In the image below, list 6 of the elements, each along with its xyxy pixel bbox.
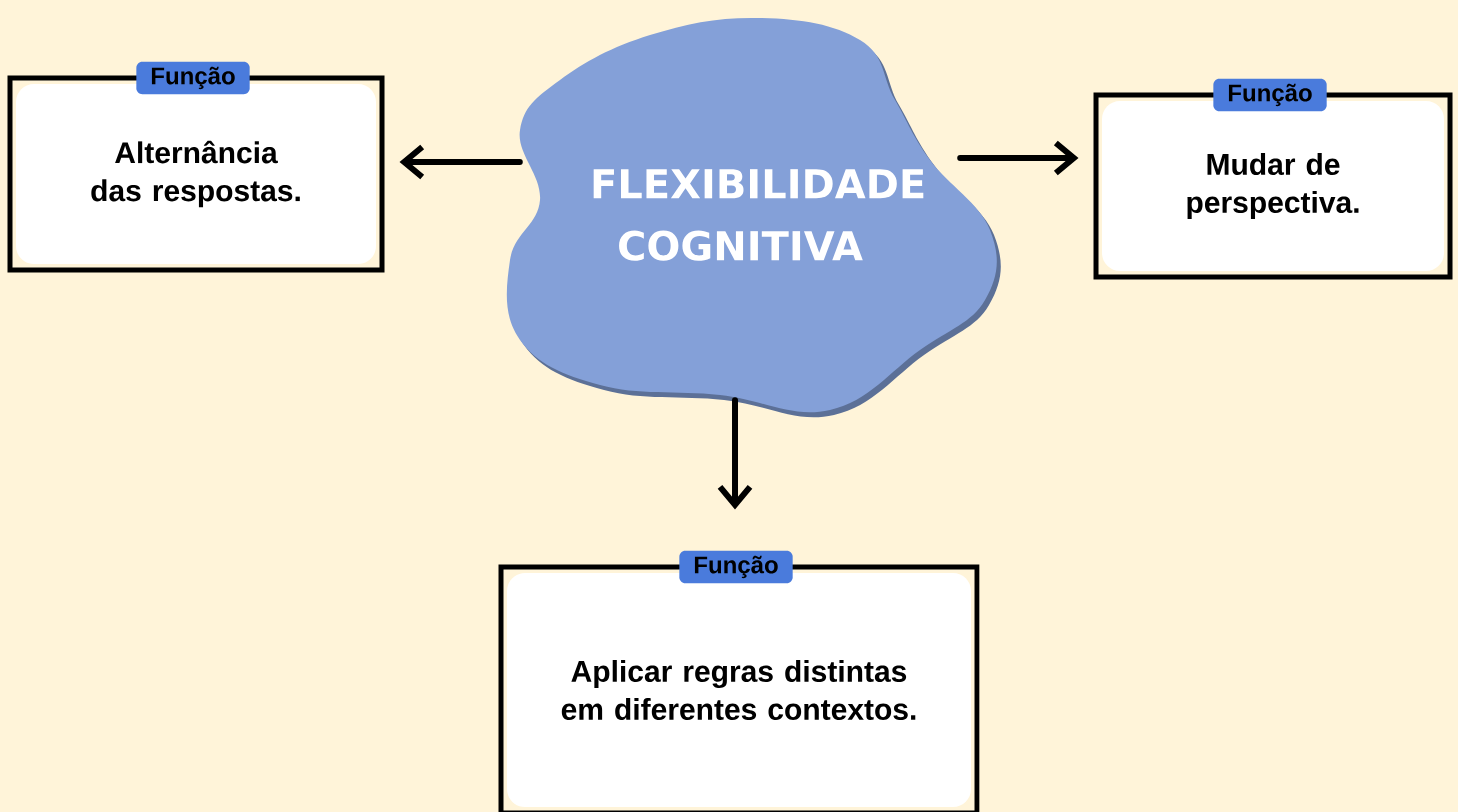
label-tag: Função — [1213, 78, 1327, 112]
arrow — [957, 140, 1079, 176]
arrow — [717, 397, 753, 510]
arrow — [399, 144, 523, 180]
label-tag: Função — [136, 61, 250, 95]
label-tag: Função — [679, 550, 793, 584]
